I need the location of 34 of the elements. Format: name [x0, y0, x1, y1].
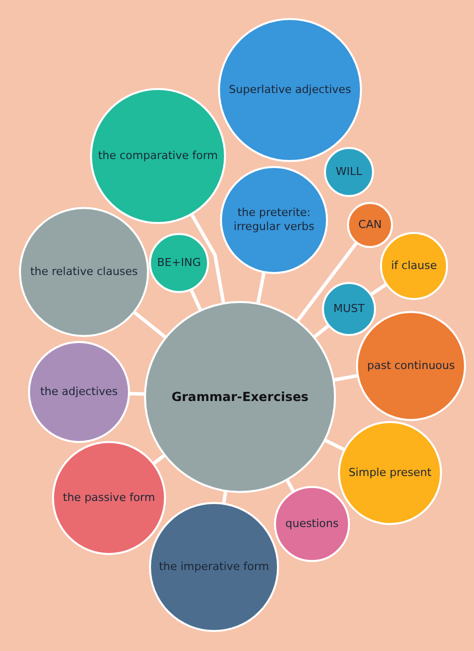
topic-label: the adjectives	[40, 385, 118, 399]
topic-label: past continuous	[367, 359, 455, 373]
topic-label: BE+ING	[157, 256, 201, 270]
topic-label: MUST	[333, 302, 365, 316]
connector-line	[314, 324, 330, 338]
connector-line	[286, 480, 295, 492]
topic-label: Superlative adjectives	[228, 83, 352, 97]
topic-bubble	[322, 282, 376, 336]
connector-line	[296, 242, 358, 322]
topic-label: CAN	[358, 218, 382, 232]
topic-label: the relative clauses	[30, 265, 138, 279]
connector-line	[190, 290, 202, 310]
topic-label: the comparative form	[98, 149, 218, 163]
topic-label: the preterite: irregular verbs	[232, 206, 316, 234]
topic-bubble	[324, 147, 374, 197]
topic-label: questions	[285, 517, 339, 531]
connector-line	[222, 492, 228, 504]
topic-label: Simple present	[348, 466, 432, 480]
topic-bubble	[149, 233, 209, 293]
topic-label: WILL	[336, 165, 362, 179]
topic-bubble	[347, 202, 393, 248]
topic-bubble	[274, 486, 350, 562]
topic-label: the passive form	[62, 491, 156, 505]
connector-line	[324, 438, 344, 452]
topic-label: the imperative form	[158, 560, 270, 574]
connector-line	[134, 311, 166, 338]
central-topic: Grammar-Exercises	[172, 389, 308, 405]
topic-label: if clause	[391, 259, 437, 273]
connector-line	[370, 283, 387, 296]
connector-line	[153, 454, 166, 465]
connector-line	[256, 272, 266, 304]
connector-line	[334, 374, 358, 382]
connector-line	[190, 214, 226, 303]
connector-line	[130, 392, 144, 396]
